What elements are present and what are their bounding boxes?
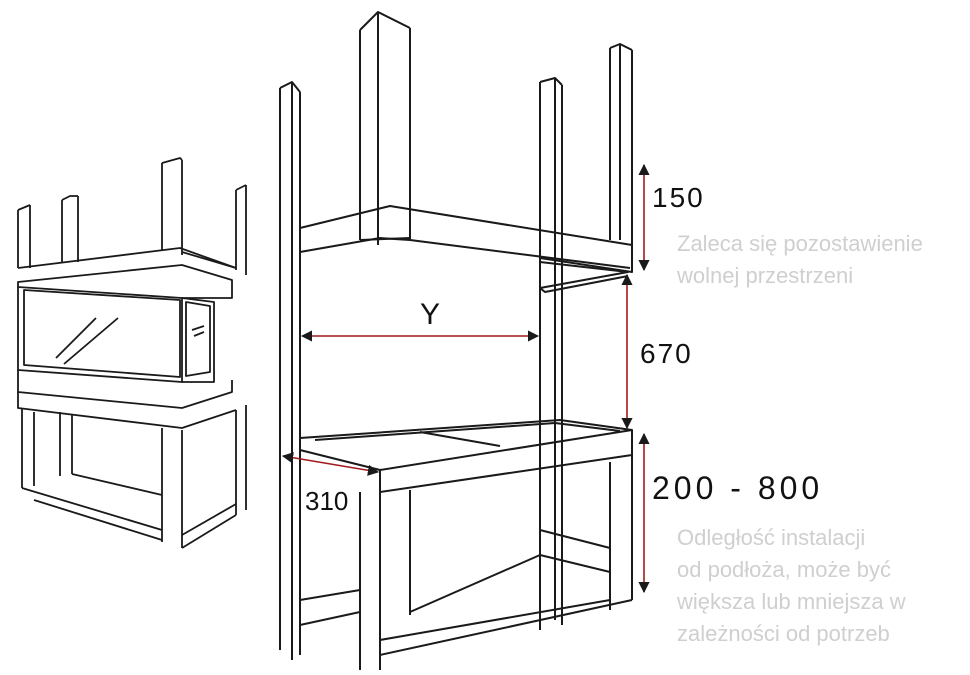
dimension-arrows (281, 163, 650, 594)
bottom-note-line-1: Odległość instalacji (677, 525, 866, 550)
mounting-frame (279, 11, 633, 670)
top-note: Zaleca się pozostawienie wolnej przestrz… (677, 228, 923, 292)
depth-label: 310 (305, 486, 349, 516)
top-note-line-1: Zaleca się pozostawienie (677, 231, 923, 256)
bottom-note-line-3: większa lub mniejsza w (677, 589, 906, 614)
top-note-line-2: wolnej przestrzeni (677, 263, 854, 288)
bottom-note-line-4: zależności od potrzeb (677, 621, 890, 646)
bottom-note: Odległość instalacji od podłoża, może by… (677, 522, 906, 650)
bottom-note-line-2: od podłoża, może być (677, 557, 892, 582)
fireplace-illustration (17, 157, 247, 549)
opening-height-label: 670 (640, 338, 693, 369)
install-height-label: 200 - 800 (652, 470, 824, 506)
depth-arrow (281, 452, 380, 476)
width-label: Y (420, 298, 441, 331)
top-gap-label: 150 (652, 182, 705, 213)
